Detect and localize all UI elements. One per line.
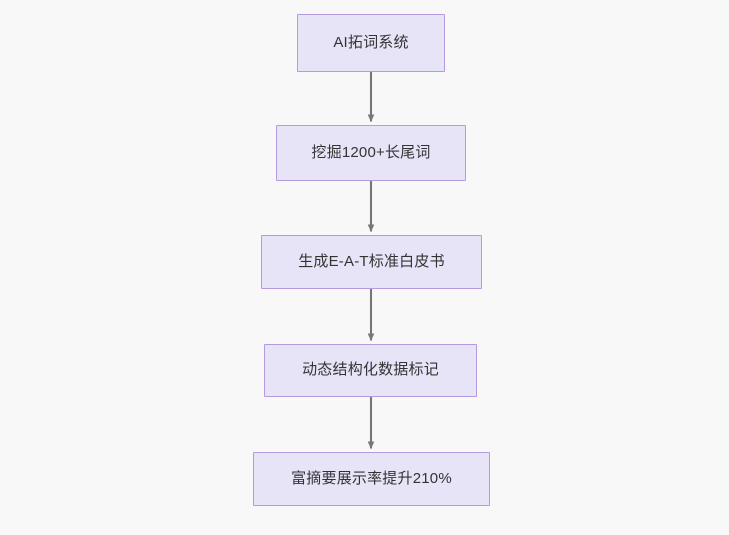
- flow-node-label: AI拓词系统: [333, 33, 409, 51]
- flow-node-mine-longtail-keywords[interactable]: 挖掘1200+长尾词: [276, 125, 466, 181]
- flow-node-dynamic-structured-data-markup[interactable]: 动态结构化数据标记: [264, 344, 477, 397]
- flow-node-label: 生成E-A-T标准白皮书: [298, 252, 445, 270]
- flow-node-label: 挖掘1200+长尾词: [311, 143, 431, 161]
- flow-node-label: 动态结构化数据标记: [302, 361, 439, 379]
- flow-node-rich-snippet-impression-lift[interactable]: 富摘要展示率提升210%: [253, 452, 490, 506]
- flow-node-generate-eat-whitepaper[interactable]: 生成E-A-T标准白皮书: [261, 235, 482, 289]
- flow-node-label: 富摘要展示率提升210%: [291, 469, 452, 487]
- flow-node-ai-keyword-system[interactable]: AI拓词系统: [297, 14, 445, 72]
